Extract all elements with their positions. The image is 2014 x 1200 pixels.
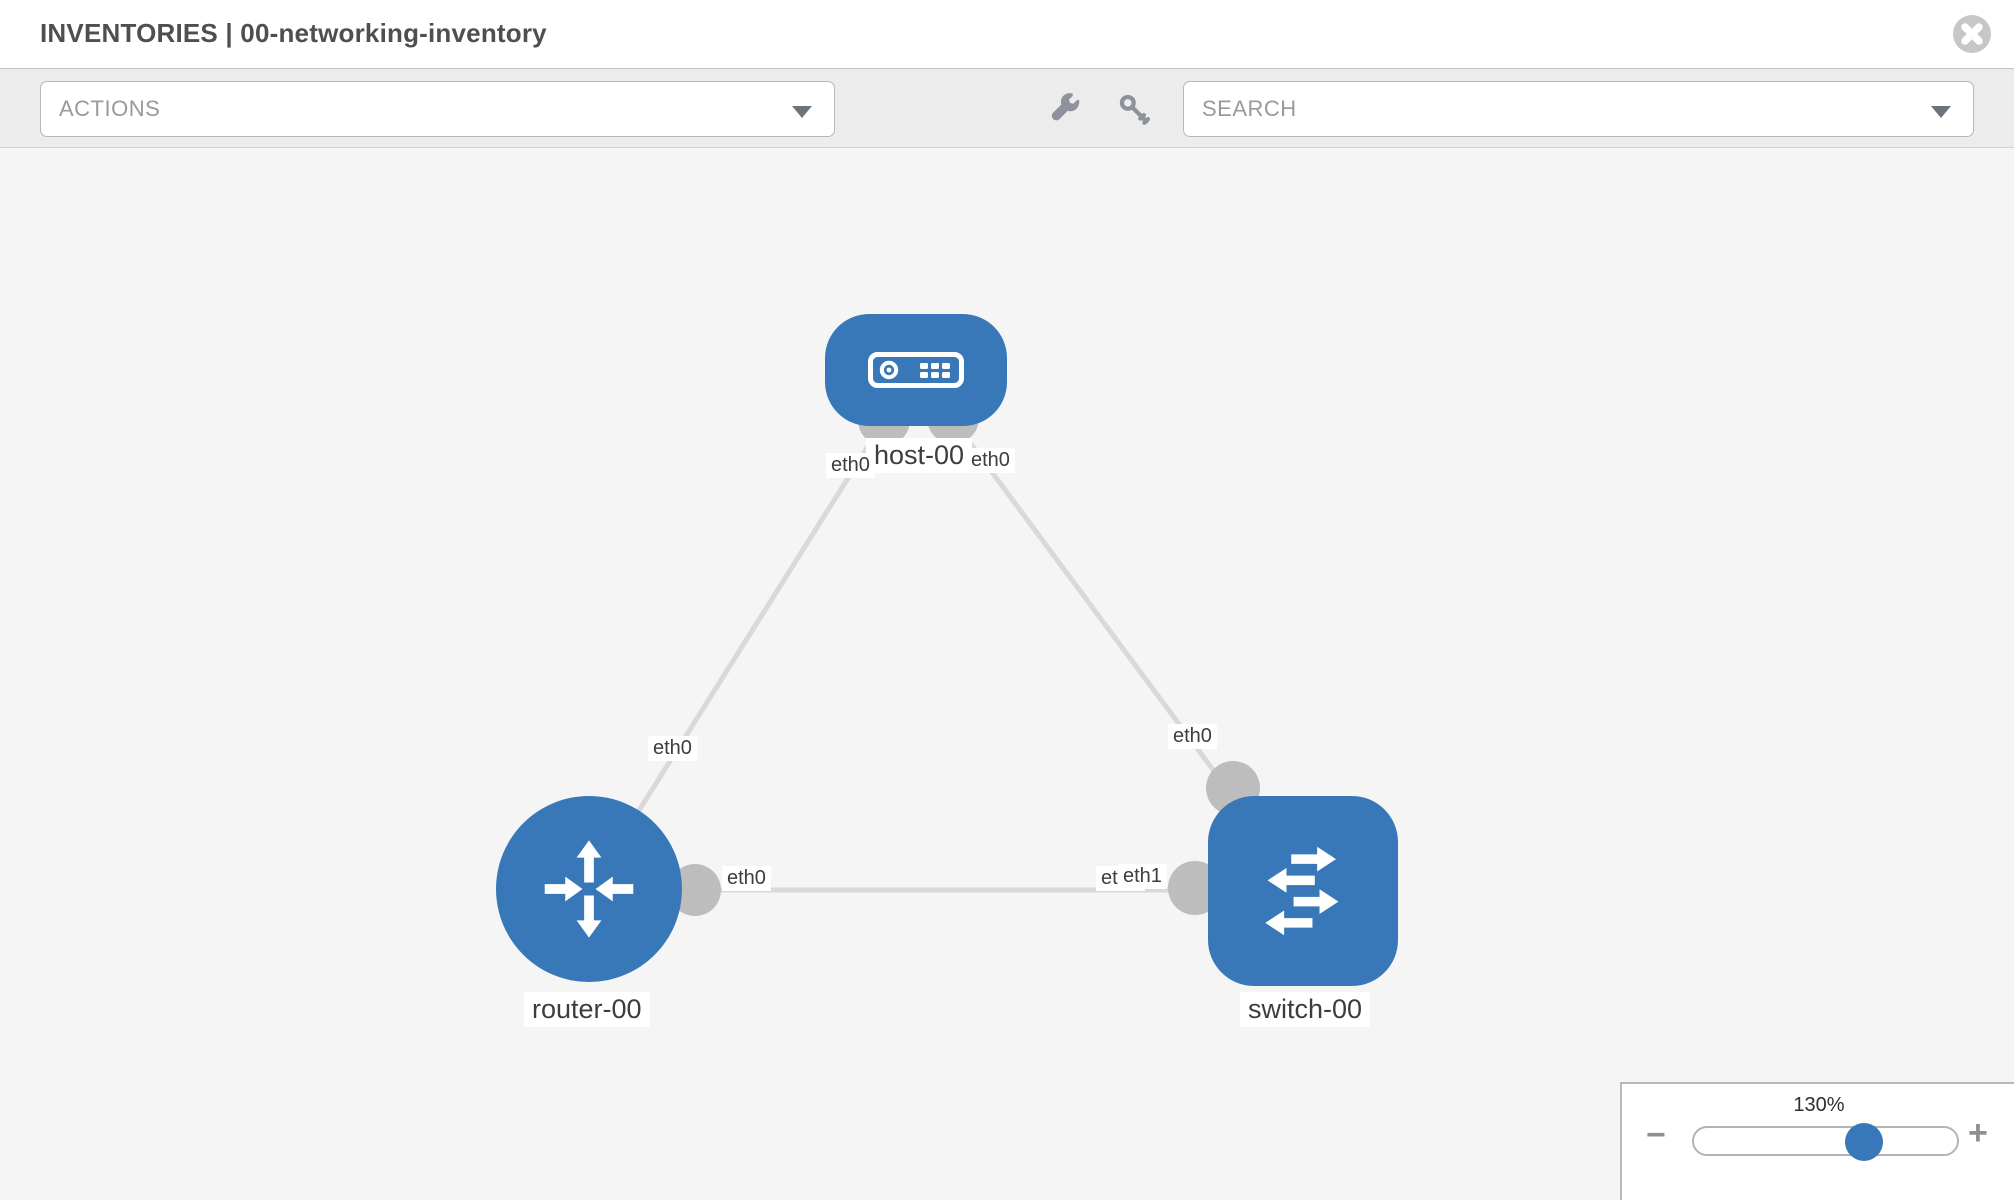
key-icon [1116,91,1152,127]
search-dropdown-label: SEARCH [1202,96,1297,121]
zoom-panel: 130% − + [1620,1082,2014,1200]
header: INVENTORIES | 00-networking-inventory [0,0,2014,68]
host-icon [868,352,964,388]
zoom-out-button[interactable]: − [1646,1116,1666,1154]
node-switch-00[interactable] [1208,796,1398,986]
port-label-switch-eth1-front: eth1 [1118,864,1167,889]
topology-canvas[interactable]: host-00 router-00 switch-00 eth0 eth0 et… [0,148,2014,1200]
close-icon [1953,15,1991,53]
router-icon [535,835,643,943]
page-title: INVENTORIES | 00-networking-inventory [40,18,547,48]
zoom-in-button[interactable]: + [1968,1114,1988,1152]
port-label-switch-eth0-top: eth0 [1168,724,1217,749]
port-label-router-eth0-top: eth0 [648,736,697,761]
configure-button[interactable] [1047,90,1085,128]
port-label-router-eth0-right: eth0 [722,866,771,891]
chevron-down-icon [792,106,812,118]
port-label-host-eth0-left: eth0 [826,453,875,478]
zoom-level-value: 130% [1793,1094,1845,1116]
switch-icon [1244,832,1362,950]
node-host-00[interactable] [825,314,1007,426]
zoom-slider-track[interactable] [1692,1126,1959,1156]
credentials-button[interactable] [1115,90,1153,128]
zoom-slider-knob[interactable] [1845,1123,1883,1161]
port-label-host-eth0-right: eth0 [966,448,1015,473]
toolbar: ACTIONS [0,68,2014,148]
node-label-router: router-00 [524,992,650,1027]
wrench-icon [1048,91,1084,127]
node-label-host: host-00 [866,438,973,473]
endpoint-router-right [669,864,721,916]
actions-dropdown[interactable]: ACTIONS [40,81,835,137]
links-layer [586,368,1306,916]
actions-dropdown-label: ACTIONS [59,96,161,121]
node-label-switch: switch-00 [1240,992,1371,1027]
close-button[interactable] [1953,15,1991,53]
chevron-down-icon [1931,106,1951,118]
node-router-00[interactable] [496,796,682,982]
search-dropdown[interactable]: SEARCH [1183,81,1974,137]
